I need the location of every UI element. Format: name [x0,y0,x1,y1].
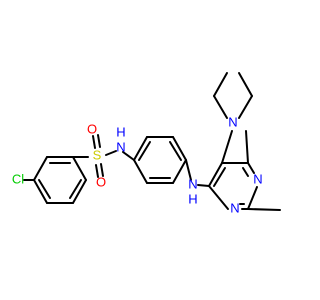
oxygen-label-bottom: O [96,174,106,189]
bond [172,159,187,184]
bond [133,136,148,161]
pyrimidine-nitrogen-label-2: N [230,200,239,215]
bond [247,162,255,174]
bond [213,167,226,187]
bond [72,156,87,181]
bond [213,95,228,119]
bond [97,134,101,148]
bond [208,185,229,210]
bond [33,179,48,204]
bond [247,208,281,211]
oxygen-label-top: O [87,121,97,136]
bond [221,130,233,164]
bond [92,135,96,149]
bond [133,159,148,184]
sulfur-label: S [93,147,102,162]
bond [185,159,192,181]
bond [105,150,117,156]
bond [33,156,48,181]
bond [72,179,87,204]
atom-labels: Cl S O O N H N H N N N [12,114,263,215]
bond [172,136,187,161]
sulfonamide-hydrogen-label: H [116,124,125,139]
bond [213,72,228,97]
pyrimidine-nitrogen-label-1: N [253,171,262,186]
bond [245,130,249,164]
bond [122,151,135,161]
bond [197,184,210,187]
bond [238,72,253,97]
diethylamino-nitrogen-label: N [228,114,237,129]
bond [242,167,249,177]
bonds [23,72,281,211]
chlorine-label: Cl [12,171,24,186]
bond [38,179,51,199]
background [0,0,300,300]
bond [169,141,182,161]
chemical-structure: Cl S O O N H N H N N N [0,0,300,300]
bond [100,163,104,177]
amine-hydrogen-label: H [188,191,197,206]
amine-nitrogen-label: N [188,176,197,191]
bond [247,186,258,210]
bond [138,141,151,161]
bond [69,179,82,199]
sulfonamide-nitrogen-label: N [116,139,125,154]
bond [208,162,223,187]
bond [238,95,253,119]
bond [95,164,99,178]
